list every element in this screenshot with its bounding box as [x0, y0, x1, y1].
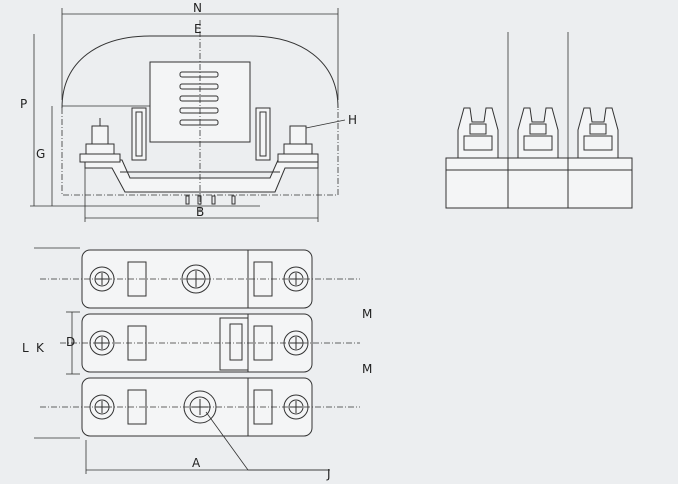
- label-k: K: [36, 341, 45, 355]
- label-l: L: [22, 341, 29, 355]
- front-view: [30, 8, 346, 222]
- label-m-bottom: M: [362, 362, 372, 376]
- side-view: [445, 32, 633, 209]
- label-m-top: M: [362, 307, 372, 321]
- label-h: H: [348, 113, 357, 127]
- label-g: G: [36, 147, 45, 161]
- label-p: P: [20, 97, 27, 111]
- top-view: [34, 247, 360, 474]
- label-e: E: [194, 22, 202, 36]
- label-n: N: [193, 1, 202, 15]
- label-j: J: [326, 467, 331, 481]
- label-b: B: [196, 205, 204, 219]
- label-a: A: [192, 456, 201, 470]
- label-d: D: [66, 335, 75, 349]
